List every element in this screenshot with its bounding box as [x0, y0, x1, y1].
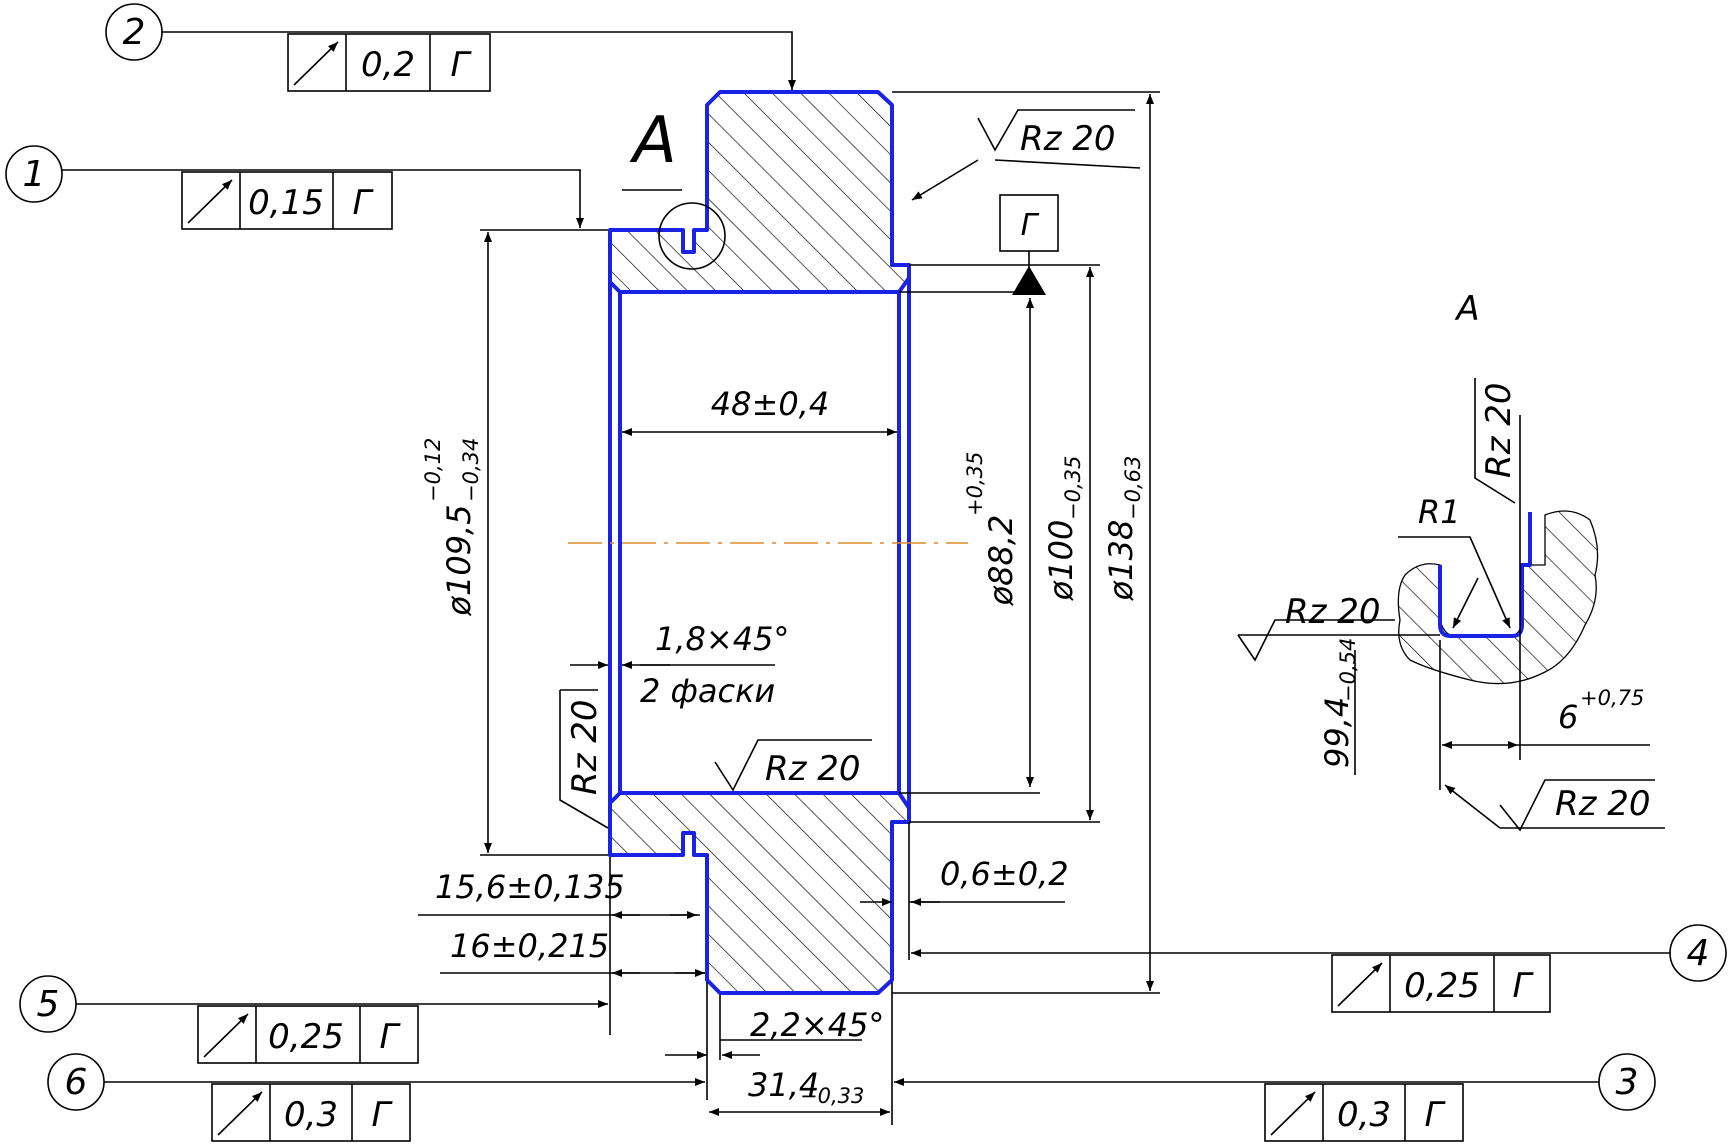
- callout-5-number: 5: [37, 984, 60, 1025]
- groove-width-upper: +0,75: [1580, 686, 1644, 710]
- svg-text:ø109,5: ø109,5: [440, 504, 478, 616]
- depth-base: 99,4: [1318, 697, 1356, 768]
- callout-6-value: 0,3: [284, 1095, 338, 1135]
- detail-radius: R1: [1398, 493, 1511, 629]
- callout-2: 2 0,2 Г: [105, 3, 796, 92]
- callout-2-number: 2: [123, 12, 146, 53]
- section-mark-label: А: [629, 104, 677, 178]
- width-label: 48±0,4: [711, 385, 829, 423]
- d138-lower: −0,63: [1121, 456, 1145, 520]
- callout-5-datum: Г: [380, 1017, 402, 1057]
- datum-marker: Г: [999, 194, 1059, 295]
- callout-6: 6 0,3 Г: [47, 1053, 705, 1142]
- step-label: 0,6±0,2: [940, 855, 1069, 893]
- dimension-chamfer-outer: 2,2×45°: [665, 995, 884, 1060]
- dimension-groove-pos-2: 16±0,215: [440, 927, 705, 977]
- d109-base: ø109,5: [440, 504, 478, 616]
- groove-width-base: 6: [1558, 698, 1578, 736]
- roughness-top-right-label: Rz 20: [1020, 119, 1116, 159]
- detail-groove-width: 6 +0,75: [1439, 640, 1650, 790]
- d100-base: ø100: [1042, 520, 1080, 602]
- groove-pos-1-label: 15,6±0,135: [435, 868, 625, 906]
- detail-roughness-bottom: Rz 20: [1444, 779, 1665, 832]
- dimension-width: 48±0,4: [622, 385, 897, 436]
- radius-label: R1: [1418, 493, 1461, 531]
- callout-2-value: 0,2: [361, 45, 415, 85]
- datum-letter: Г: [1021, 208, 1040, 243]
- chamfer-inner-label: 1,8×45°: [655, 620, 789, 658]
- roughness-bore: Rz 20: [714, 739, 872, 792]
- detail-mark-circle: [658, 202, 726, 270]
- callout-1-value: 0,15: [248, 183, 324, 223]
- d88-upper: +0,35: [963, 452, 987, 516]
- detail-roughness-left: Rz 20: [1237, 592, 1440, 662]
- dimension-d88: ø88,2 +0,35: [899, 291, 1040, 794]
- roughness-left-label: Rz 20: [565, 699, 605, 795]
- section-hatching: [610, 92, 909, 993]
- dimension-step: 0,6±0,2: [860, 822, 1069, 960]
- d138-base: ø138: [1102, 520, 1140, 602]
- detail-roughness-bottom-label: Rz 20: [1555, 784, 1651, 824]
- depth-lower: −0,54: [1336, 638, 1360, 702]
- d109-upper: −0,12: [421, 438, 445, 502]
- roughness-bore-label: Rz 20: [765, 749, 861, 789]
- detail-view-a: А R1 Rz 20 Rz 20 99,4: [1237, 289, 1665, 832]
- callout-1-number: 1: [23, 154, 46, 195]
- callout-3: 3 0,3 Г: [894, 1053, 1656, 1142]
- detail-roughness-left-label: Rz 20: [1285, 592, 1381, 632]
- flange-base: 31,4: [748, 1066, 819, 1104]
- dimension-groove-pos-1: 15,6±0,135: [418, 857, 708, 1100]
- chamfer-note: 2 фаски: [640, 672, 775, 710]
- callout-4: 4 0,25 Г: [911, 924, 1727, 1013]
- callout-4-number: 4: [1687, 933, 1710, 974]
- callout-3-datum: Г: [1425, 1095, 1447, 1135]
- chamfer-outer-label: 2,2×45°: [750, 1006, 884, 1044]
- callout-3-number: 3: [1616, 1062, 1639, 1103]
- roughness-top-right: Rz 20: [911, 109, 1141, 201]
- d88-base: ø88,2: [982, 515, 1020, 607]
- flange-lower: −0,33: [800, 1084, 864, 1108]
- detail-roughness-top-label: Rz 20: [1479, 382, 1519, 478]
- d109-lower: −0,34: [459, 438, 483, 502]
- callout-1: 1 0,15 Г: [5, 145, 584, 230]
- callout-1-datum: Г: [353, 183, 375, 223]
- detail-title: А: [1454, 289, 1479, 329]
- callout-3-value: 0,3: [1337, 1095, 1391, 1135]
- groove-pos-2-label: 16±0,215: [450, 927, 609, 965]
- dimension-d109: ø109,5 −0,12 −0,34: [421, 229, 608, 856]
- callout-4-datum: Г: [1513, 966, 1535, 1006]
- d100-lower: −0,35: [1061, 456, 1085, 520]
- callout-6-datum: Г: [372, 1095, 394, 1135]
- callout-5-value: 0,25: [268, 1017, 344, 1057]
- callout-6-number: 6: [65, 1062, 88, 1103]
- roughness-left: Rz 20: [559, 689, 609, 829]
- main-section-view: А ø109,5 −0,12 −0,34 ø88,2 +0,35: [5, 3, 1727, 1142]
- detail-depth: 99,4 −0,54: [1318, 638, 1360, 775]
- dimension-flange: 31,4 −0,33: [709, 982, 893, 1125]
- dimension-d100: ø100 −0,35: [909, 264, 1100, 823]
- dimension-d138: ø138 −0,63: [892, 91, 1160, 994]
- detail-roughness-top: Rz 20: [1474, 378, 1521, 760]
- dimension-chamfer-inner: 1,8×45° 2 фаски: [570, 620, 789, 710]
- callout-4-value: 0,25: [1404, 966, 1480, 1006]
- callout-2-datum: Г: [451, 45, 473, 85]
- callout-5: 5 0,25 Г: [19, 975, 608, 1064]
